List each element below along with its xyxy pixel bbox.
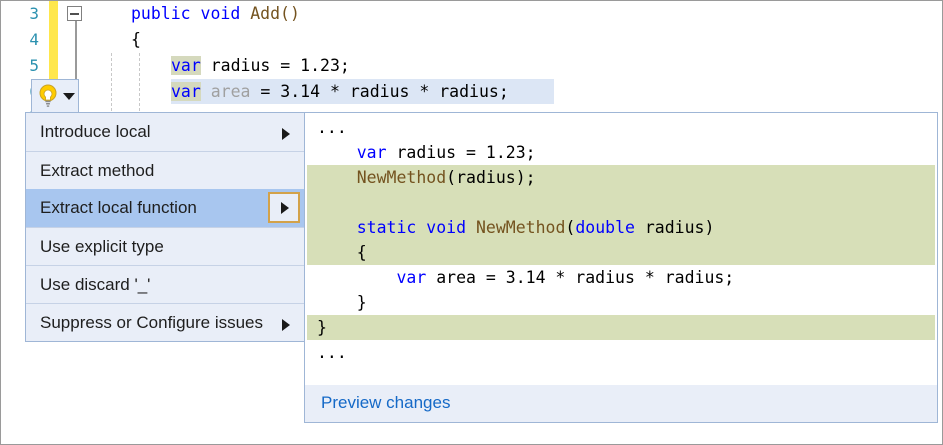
keyword-void: void (426, 218, 467, 237)
identifier-radius: radius (210, 56, 271, 75)
preview-line: ... (317, 118, 347, 137)
quick-actions-lightbulb-button[interactable] (31, 79, 79, 113)
preview-code-area: ... var radius = 1.23; NewMethod(radius)… (307, 115, 935, 383)
menu-item-extract-method[interactable]: Extract method (26, 151, 306, 189)
code-line-5: var radius = 1.23; (171, 53, 350, 79)
menu-item-label: Extract method (40, 161, 155, 180)
preview-changes-link[interactable]: Preview changes (321, 393, 451, 412)
indent-guide (111, 53, 112, 111)
menu-item-use-explicit-type[interactable]: Use explicit type (26, 227, 306, 265)
menu-item-label: Use explicit type (40, 237, 164, 256)
preview-line-added: NewMethod(radius); (307, 165, 935, 190)
method-name-add: Add() (250, 4, 300, 23)
preview-line: var area = 3.14 * radius * radius; (396, 268, 735, 287)
space (191, 4, 201, 23)
keyword-var: var (356, 143, 387, 162)
area-assignment: = 3.14 * radius * radius; (250, 82, 509, 101)
keyword-public: public (131, 4, 191, 23)
preview-line-added: { (307, 240, 935, 265)
code-line-6: var area = 3.14 * radius * radius; (171, 79, 509, 105)
line-number: 5 (29, 56, 39, 75)
code-line-4: { (131, 27, 141, 53)
menu-item-extract-local-function[interactable]: Extract local function (26, 189, 306, 227)
method-name-newmethod: NewMethod (356, 168, 447, 187)
submenu-arrow-icon (282, 128, 290, 140)
keyword-var: var (396, 268, 427, 287)
space (201, 82, 211, 101)
keyword-var: var (171, 56, 201, 75)
menu-item-label: Use discard '_' (40, 275, 151, 294)
preview-line-added: static void NewMethod(double radius) (307, 215, 935, 240)
line-number: 3 (29, 4, 39, 23)
menu-item-introduce-local[interactable]: Introduce local (26, 113, 306, 151)
preview-line: var radius = 1.23; (356, 143, 536, 162)
method-name-newmethod: NewMethod (475, 218, 566, 237)
code-editor[interactable]: 3 4 5 6 7 8 public void Add() { var radi… (1, 1, 942, 153)
menu-item-label: Introduce local (40, 122, 151, 141)
menu-item-suppress-or-configure-issues[interactable]: Suppress or Configure issues (26, 303, 306, 341)
quick-actions-context-menu[interactable]: Introduce local Extract method Extract l… (25, 112, 307, 342)
submenu-arrow-icon[interactable] (268, 192, 300, 223)
preview-footer: Preview changes (304, 385, 938, 423)
chevron-down-icon[interactable] (63, 93, 75, 100)
indent-guide (139, 53, 140, 111)
radius-assignment: = 1.23; (270, 56, 350, 75)
menu-item-label: Suppress or Configure issues (40, 313, 264, 332)
preview-line: ... (317, 343, 347, 362)
quick-actions-preview-panel: ... var radius = 1.23; NewMethod(radius)… (304, 112, 938, 386)
menu-item-label: Extract local function (40, 198, 197, 217)
code-line-3: public void Add() (131, 1, 300, 27)
keyword-static: static (356, 218, 417, 237)
lightbulb-icon (39, 84, 57, 107)
identifier-area: area (210, 82, 251, 101)
space (201, 56, 211, 75)
keyword-void: void (200, 4, 241, 23)
unsaved-change-bar (49, 1, 58, 95)
submenu-arrow-icon (282, 319, 290, 331)
keyword-double: double (575, 218, 635, 237)
preview-line: } (317, 293, 367, 312)
preview-line-added (307, 190, 935, 215)
preview-line-added: } (307, 315, 935, 340)
outlining-vertical-line (75, 21, 77, 99)
collapse-outline-button[interactable] (67, 6, 82, 21)
editor-selection-highlight (171, 79, 554, 104)
keyword-var: var (171, 82, 201, 101)
menu-item-use-discard[interactable]: Use discard '_' (26, 265, 306, 303)
line-number: 4 (29, 30, 39, 49)
space (240, 4, 250, 23)
open-brace: { (131, 30, 141, 49)
